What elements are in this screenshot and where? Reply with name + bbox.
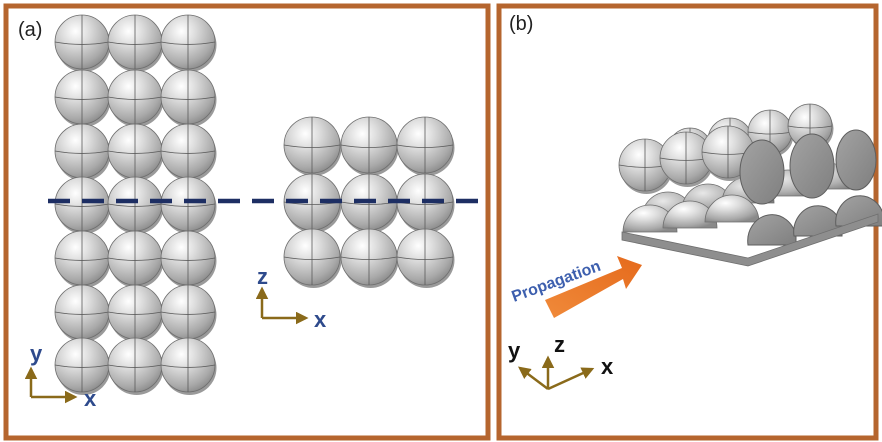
x-axis-label-3d: x (601, 354, 614, 379)
sphere-a-2-2 (160, 123, 217, 181)
sphere-a-1-0 (54, 69, 111, 127)
sphere-b-1-0 (283, 173, 342, 233)
propagation-arrow (545, 256, 642, 318)
sphere-lattice-cross-section (283, 116, 455, 288)
sphere-a-5-2 (160, 284, 217, 342)
sphere-a-5-1 (107, 284, 164, 342)
panel-a-label: (a) (18, 19, 42, 41)
y-axis-label-3d: y (508, 338, 521, 363)
sphere-lattice-large (54, 14, 217, 395)
sphere-a-4-2 (160, 230, 217, 288)
sphere-a-6-0 (54, 337, 111, 395)
sphere-a-4-1 (107, 230, 164, 288)
cut-face-1 (789, 133, 835, 199)
sphere-3d-mid-0 (618, 138, 673, 194)
panel-a-frame (3, 3, 491, 441)
sphere-a-6-2 (160, 337, 217, 395)
sphere-a-4-0 (54, 230, 111, 288)
sphere-a-0-2 (160, 14, 217, 72)
x-axis-arrow-3d (547, 367, 595, 391)
sphere-a-5-0 (54, 284, 111, 342)
axes-a-inset: z x (255, 264, 327, 332)
x-axis-label: x (84, 386, 97, 411)
x-axis-label-inset: x (314, 307, 327, 332)
sphere-b-0-0 (283, 116, 342, 176)
y-axis-arrow-3d (518, 366, 549, 390)
sphere-a-0-0 (54, 14, 111, 72)
axes-a-main: y x (24, 341, 97, 411)
lattice-3d-cutaway (618, 103, 882, 267)
z-axis-label: z (257, 264, 268, 289)
sphere-a-6-1 (107, 337, 164, 395)
half-dome-front-2 (704, 194, 760, 223)
sphere-b-0-1 (340, 116, 399, 176)
sphere-b-2-0 (283, 228, 342, 288)
sphere-a-3-2 (160, 176, 217, 234)
sphere-a-3-1 (107, 176, 164, 234)
sphere-b-1-2 (396, 173, 455, 233)
sphere-a-1-1 (107, 69, 164, 127)
sphere-a-2-0 (54, 123, 111, 181)
panel-b-label: (b) (509, 13, 533, 35)
cut-face-0 (739, 139, 785, 205)
base-slab (621, 213, 879, 267)
sphere-b-1-1 (340, 173, 399, 233)
sphere-a-2-1 (107, 123, 164, 181)
sphere-a-3-0 (54, 176, 111, 234)
sphere-3d-mid-1 (659, 131, 714, 187)
sphere-b-0-2 (396, 116, 455, 176)
sphere-a-0-1 (107, 14, 164, 72)
sphere-b-2-1 (340, 228, 399, 288)
y-axis-label: y (30, 341, 43, 366)
z-axis-label-3d: z (554, 332, 565, 357)
sphere-a-1-2 (160, 69, 217, 127)
axes-b: y z x (508, 332, 614, 391)
cut-face-2 (835, 129, 877, 191)
sphere-b-2-2 (396, 228, 455, 288)
